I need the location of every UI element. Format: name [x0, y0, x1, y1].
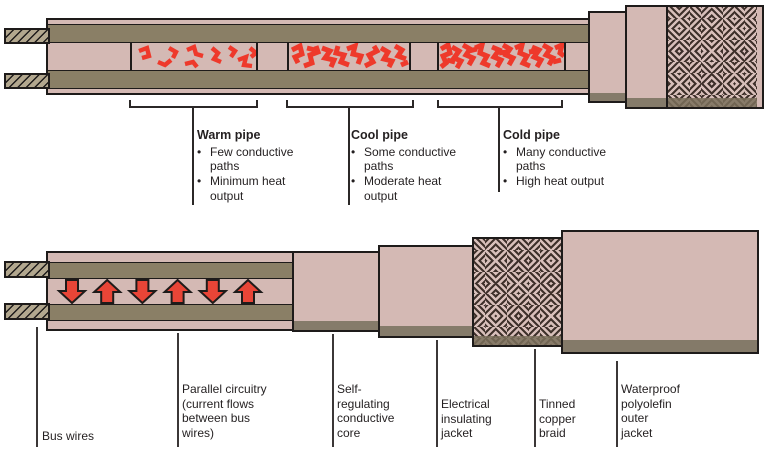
self-regulating-core-label: Self- regulating conductive core [337, 382, 395, 441]
outer-jacket-label: Waterproof polyolefin outer jacket [621, 382, 680, 441]
zone-divider [409, 43, 411, 70]
bullet-glyph: • [351, 174, 356, 189]
bullet-glyph: • [503, 174, 508, 189]
top-bus-bar-upper [48, 24, 590, 43]
self-regulating-core-section [292, 251, 380, 332]
braid-endcap [757, 7, 762, 107]
some-conductive-paths-graphic [290, 43, 409, 69]
bullet-glyph: • [351, 144, 356, 159]
electrical-insulating-jacket-section [378, 245, 474, 338]
top-braid-section [666, 5, 764, 109]
parallel-circuitry-label: Parallel circuitry (current flows betwee… [182, 382, 267, 441]
warm-pipe-stem [192, 108, 194, 205]
bullet-text: Some conductive paths [364, 144, 457, 174]
bus-wire-stub [4, 303, 50, 320]
current-arrow-up-icon [162, 279, 194, 304]
list-item: • Minimum heat output [197, 174, 317, 203]
list-item: • Moderate heat output [351, 174, 471, 203]
cool-pipe-title: Cool pipe [351, 128, 408, 142]
few-conductive-paths-graphic [138, 43, 256, 69]
braid-shadow [474, 336, 563, 345]
list-item: • Many conductive paths [503, 145, 628, 174]
jacket-shadow [380, 326, 472, 336]
cold-pipe-label-block: Cold pipe • Many conductive paths • High… [503, 128, 628, 189]
warm-pipe-title: Warm pipe [197, 128, 261, 142]
current-arrow-down-icon [56, 279, 88, 304]
top-outer-jacket-step [625, 5, 668, 109]
insulating-jacket-leader [436, 340, 438, 447]
cool-pipe-label-block: Cool pipe • Some conductive paths • Mode… [351, 128, 471, 204]
bullet-glyph: • [197, 144, 202, 159]
top-insulating-jacket-step [588, 11, 627, 103]
jacket-shadow [563, 340, 757, 352]
current-arrow-down-icon [126, 279, 158, 304]
braid-shadow [668, 98, 762, 107]
tinned-copper-braid-section [472, 237, 565, 347]
conductive-core-strip [48, 43, 590, 70]
waterproof-outer-jacket-section [561, 230, 759, 354]
outer-jacket-leader [616, 361, 618, 447]
current-arrow-up-icon [232, 279, 264, 304]
bus-wire-stub [4, 28, 50, 44]
top-cable-body [46, 18, 592, 95]
current-arrows-graphic [56, 279, 264, 304]
bus-wire-stub [4, 261, 50, 278]
copper-braid-leader [534, 349, 536, 447]
warm-pipe-label-block: Warm pipe • Few conductive paths • Minim… [197, 128, 317, 204]
cold-pipe-title: Cold pipe [503, 128, 560, 142]
zone-divider [130, 43, 132, 70]
bus-wires-leader [36, 327, 38, 447]
jacket-shadow [627, 98, 666, 107]
bullet-text: Many conductive paths [516, 144, 607, 174]
insulating-jacket-label: Electrical insulating jacket [441, 397, 492, 441]
self-regulating-core-leader [332, 334, 334, 447]
braid-texture [474, 239, 563, 345]
current-arrow-down-icon [197, 279, 229, 304]
bottom-cable-core-assembly [46, 251, 294, 331]
list-item: • Some conductive paths [351, 145, 471, 174]
warm-pipe-bracket [129, 100, 258, 108]
cool-pipe-stem [348, 108, 350, 205]
braid-texture [668, 7, 762, 107]
bullet-text: High heat output [516, 174, 605, 189]
parallel-circuitry-leader [177, 333, 179, 447]
jacket-shadow [294, 321, 378, 330]
cool-pipe-bracket [286, 100, 414, 108]
zone-divider [287, 43, 289, 70]
zone-divider [256, 43, 258, 70]
cold-pipe-stem [498, 108, 500, 192]
top-bus-bar-lower [48, 70, 590, 89]
bullet-glyph: • [503, 144, 508, 159]
jacket-shadow [590, 93, 625, 101]
zone-divider [564, 43, 566, 70]
many-conductive-paths-graphic [439, 43, 564, 70]
current-arrow-up-icon [91, 279, 123, 304]
list-item: • Few conductive paths [197, 145, 317, 174]
copper-braid-label: Tinned copper braid [539, 397, 576, 441]
cold-pipe-bracket [437, 100, 563, 108]
bus-wire-stub [4, 73, 50, 89]
bus-wires-label: Bus wires [42, 429, 95, 443]
bullet-text: Moderate heat output [364, 174, 442, 203]
bullet-text: Few conductive paths [210, 144, 294, 174]
zone-divider [437, 43, 439, 70]
bottom-bus-bar-lower [48, 304, 292, 321]
list-item: • High heat output [503, 174, 628, 189]
bullet-text: Minimum heat output [210, 174, 286, 203]
bottom-bus-bar-upper [48, 262, 292, 279]
bullet-glyph: • [197, 174, 202, 189]
